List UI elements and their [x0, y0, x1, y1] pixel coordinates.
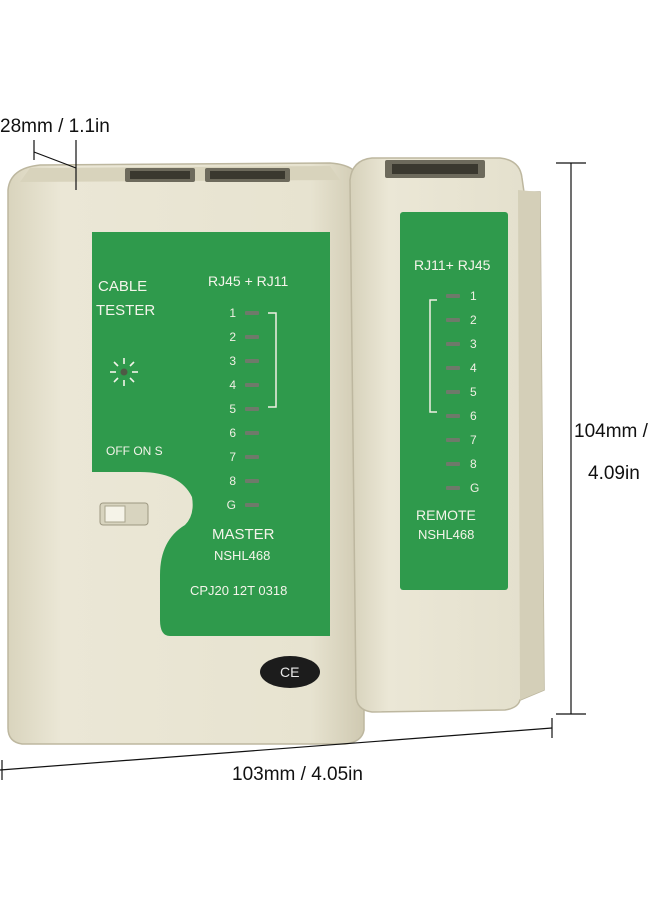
width-dimension-label: 103mm / 4.05in	[232, 764, 363, 785]
remote-led-row-g: G	[446, 481, 488, 495]
remote-led-label: 7	[470, 433, 477, 447]
remote-led-row-1: 1	[446, 289, 488, 303]
master-led-indicator	[245, 455, 259, 459]
remote-unit	[349, 157, 545, 713]
master-led-row-g: G	[218, 498, 259, 512]
remote-led-indicator	[446, 342, 460, 346]
remote-led-label: 1	[470, 289, 477, 303]
master-led-row-8: 8	[218, 474, 259, 488]
remote-led-indicator	[446, 318, 460, 322]
master-led-label: 6	[229, 426, 236, 440]
remote-led-row-8: 8	[446, 457, 488, 471]
remote-led-label: 6	[470, 409, 477, 423]
master-led-indicator	[245, 479, 259, 483]
master-led-label: 3	[229, 354, 236, 368]
master-model-line1: MASTER	[212, 526, 275, 543]
remote-model-line2: NSHL468	[418, 527, 475, 542]
master-led-indicator	[245, 383, 259, 387]
remote-led-label: G	[470, 481, 480, 495]
remote-led-label: 3	[470, 337, 477, 351]
master-serial-number: CPJ20 12T 0318	[190, 583, 288, 598]
height-dimension-label-line1: 104mm /	[574, 421, 648, 442]
remote-led-label: 2	[470, 313, 477, 327]
thickness-dimension-label: 28mm / 1.1in	[0, 116, 110, 137]
master-label-line1: CABLE	[98, 278, 148, 295]
remote-led-label: 5	[470, 385, 477, 399]
master-label-line2: TESTER	[96, 302, 156, 319]
remote-led-row-7: 7	[446, 433, 488, 447]
remote-led-row-2: 2	[446, 313, 488, 327]
ce-mark-badge	[260, 656, 320, 688]
master-led-row-1: 1	[218, 306, 259, 320]
remote-led-indicator	[446, 294, 460, 298]
dimension-lines	[0, 140, 586, 780]
remote-led-indicator	[446, 366, 460, 370]
master-led-indicator	[245, 431, 259, 435]
master-led-indicator	[245, 407, 259, 411]
master-green-panel	[92, 232, 330, 636]
master-led-indicator	[245, 311, 259, 315]
master-led-label: 8	[229, 474, 236, 488]
master-led-row-6: 6	[218, 426, 259, 440]
master-led-indicator	[245, 359, 259, 363]
height-dimension-label-line2: 4.09in	[588, 463, 640, 484]
remote-port-label: RJ11+ RJ45	[414, 257, 491, 273]
remote-led-row-3: 3	[446, 337, 488, 351]
master-led-row-3: 3	[218, 354, 259, 368]
remote-model-line1: REMOTE	[416, 507, 476, 523]
master-led-label: G	[226, 498, 236, 512]
remote-led-indicator	[446, 414, 460, 418]
master-unit	[7, 162, 365, 745]
master-led-indicator	[245, 503, 259, 507]
master-port-label: RJ45 + RJ11	[208, 273, 289, 289]
master-led-label: 1	[229, 306, 236, 320]
master-led-row-4: 4	[218, 378, 259, 392]
remote-led-indicator	[446, 486, 460, 490]
master-led-row-5: 5	[218, 402, 259, 416]
master-led-label: 4	[229, 378, 236, 392]
power-led-icon	[110, 358, 138, 386]
remote-led-indicator	[446, 462, 460, 466]
master-led-label: 5	[229, 402, 236, 416]
master-led-row-7: 7	[218, 450, 259, 464]
master-model-line2: NSHL468	[214, 548, 271, 563]
ce-mark-text: CE	[280, 664, 300, 680]
remote-led-row-4: 4	[446, 361, 488, 375]
master-bracket	[268, 312, 277, 408]
remote-green-panel	[400, 212, 508, 590]
remote-led-row-6: 6	[446, 409, 488, 423]
remote-led-indicator	[446, 438, 460, 442]
master-switch-label: OFF ON S	[106, 444, 163, 458]
remote-led-row-5: 5	[446, 385, 488, 399]
master-led-indicator	[245, 335, 259, 339]
remote-led-label: 4	[470, 361, 477, 375]
master-led-row-2: 2	[218, 330, 259, 344]
master-led-label: 2	[229, 330, 236, 344]
master-led-label: 7	[229, 450, 236, 464]
remote-led-label: 8	[470, 457, 477, 471]
remote-bracket	[429, 299, 437, 413]
remote-led-indicator	[446, 390, 460, 394]
